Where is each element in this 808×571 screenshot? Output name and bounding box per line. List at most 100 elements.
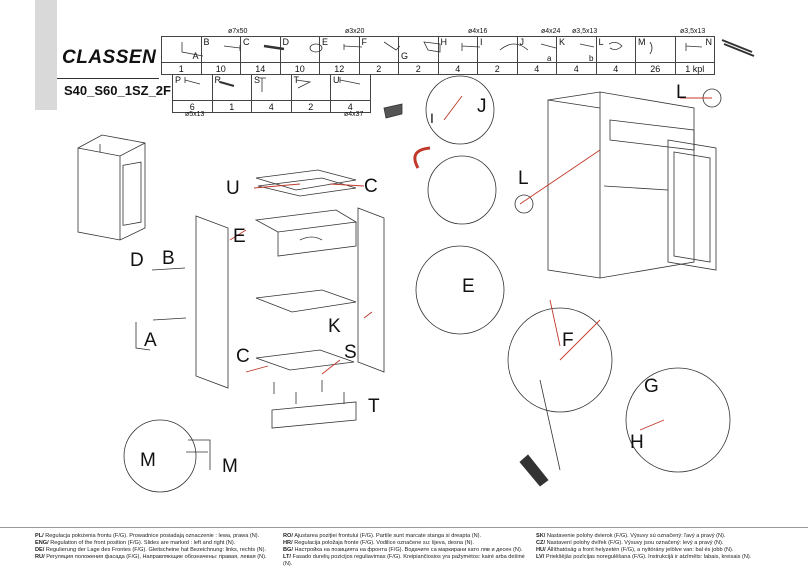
fittings <box>135 267 187 351</box>
parts-table-row1: A B C D E F G H I J K L M N 1 10 14 10 1… <box>161 36 715 75</box>
part-letter: H <box>440 37 448 47</box>
part-letter: C <box>243 37 250 47</box>
model-code: S40_S60_1SZ_2F <box>64 83 171 98</box>
rotate-arrow <box>413 146 431 169</box>
part-letter: K <box>559 37 566 47</box>
dim-b: ø7x50 <box>228 28 248 35</box>
hinge-plate-icon <box>423 41 441 53</box>
parts-icons-row: P R S T U <box>172 74 371 101</box>
letter-b-small: b <box>589 54 594 63</box>
footer-line: RO/ Ajustarea poziţiei frontului (F/G). … <box>283 533 482 539</box>
part-letter: B <box>203 37 210 47</box>
footer-line: CZ/ Nastavení polohy dvířek (F/G). Výsuv… <box>536 540 724 546</box>
header-grey-bar <box>35 0 57 110</box>
brand-logo: CLASSEN <box>62 47 157 68</box>
leg-icon <box>258 77 266 92</box>
footer-line: RU/ Регуляция положения фасада (F/G), На… <box>35 554 267 560</box>
callout-e: E <box>233 226 246 247</box>
header-divider <box>57 78 159 79</box>
callout-d: D <box>130 250 144 271</box>
leg-assembly <box>186 439 211 470</box>
part-letter: G <box>401 51 409 61</box>
part-letter: S <box>254 75 261 85</box>
footer-line: BG/ Настройка на позицията на фронта (F/… <box>283 547 523 553</box>
detail-j <box>425 75 495 145</box>
part-letter: I <box>480 37 483 47</box>
leg-cap-detail <box>514 194 534 214</box>
part-letter: L <box>598 37 604 47</box>
clip-icon <box>608 42 623 50</box>
callout-l-left: L <box>518 168 529 189</box>
dim-u: ø4x37 <box>344 111 364 118</box>
callout-g: G <box>644 376 659 397</box>
part-letter: R <box>214 75 222 85</box>
right-side-panel <box>357 207 385 373</box>
screw-icon <box>339 77 361 85</box>
bolt-icon <box>219 81 235 87</box>
part-cell-s: S <box>251 74 292 101</box>
screw-icon <box>343 44 363 50</box>
parts-qty-row: 1 10 14 10 12 2 2 4 2 4 4 4 26 1 kpl <box>161 62 715 75</box>
footer-line: LT/ Fasado durelių pozicijos reguliavima… <box>283 554 525 567</box>
screwdriver-shaft <box>539 379 561 471</box>
screw-icon <box>461 43 481 51</box>
shelf <box>255 289 357 313</box>
hex-key-icon <box>181 42 204 57</box>
dim-j: ø4x24 <box>541 28 561 35</box>
callout-c: C <box>364 176 378 197</box>
footer-line: SK/ Nastavenie polohy dvierok (F/G). Výs… <box>536 533 726 539</box>
part-letter: N <box>705 37 713 47</box>
dim-e: ø3x20 <box>345 28 365 35</box>
part-cell-p: P <box>172 74 213 101</box>
callout-k: K <box>328 316 341 337</box>
part-cell-k: K <box>556 36 597 63</box>
part-letter: A <box>192 51 199 61</box>
dim-h: ø4x16 <box>468 28 488 35</box>
callout-c-lower: C <box>236 346 250 367</box>
part-qty: 4 <box>330 100 371 113</box>
drawer <box>254 209 358 257</box>
footer-line: HU/ Állíthatóság a front helyzetén (F/G)… <box>536 547 734 553</box>
callout-u: U <box>226 178 240 199</box>
leg-cap-icon <box>649 41 653 55</box>
screw-icon <box>184 77 201 85</box>
detail-i <box>427 155 497 225</box>
part-cell-m: M <box>635 36 676 63</box>
detail-m <box>123 419 197 493</box>
cabinet-body <box>547 91 695 279</box>
callout-m: M <box>140 450 156 471</box>
handle-icon <box>499 43 529 51</box>
drawer-front <box>609 119 695 151</box>
callout-t: T <box>368 396 380 417</box>
screw-icon <box>540 43 595 49</box>
hinge-icon <box>383 41 401 51</box>
detail-views <box>123 75 731 493</box>
red-leaders <box>229 95 712 431</box>
footer-line: PL/ Regulacja położenia frontu (F/G). Pr… <box>35 533 260 539</box>
open-door <box>667 139 717 271</box>
exploded-cabinet <box>135 169 385 429</box>
dowel-icon <box>223 45 241 51</box>
assembled-cabinet <box>514 88 722 279</box>
callout-s: S <box>344 342 357 363</box>
screwdriver-handle <box>519 454 549 487</box>
parts-table-row2: P R S T U 6 1 4 2 4 <box>172 74 371 113</box>
footer-line: ENG/ Regulation of the front position (F… <box>35 540 236 546</box>
callout-m-right: M <box>222 456 238 477</box>
part-qty: 1 kpl <box>674 62 715 75</box>
footer-divider <box>0 527 808 528</box>
part-letter: P <box>175 75 182 85</box>
drawer-handle <box>299 236 323 241</box>
cabinet-overview <box>77 134 146 241</box>
slides-icon <box>721 39 755 57</box>
part-icons-row2 <box>184 77 361 92</box>
legs <box>273 380 345 404</box>
callout-l: L <box>676 82 687 103</box>
dim-m: ø3,5x13 <box>680 28 706 35</box>
part-letter: E <box>322 37 329 47</box>
part-qty: 4 <box>595 62 636 75</box>
callout-h: H <box>630 432 644 453</box>
part-cell-i: I <box>477 36 518 63</box>
dim-jb: ø3,5x13 <box>572 28 598 35</box>
